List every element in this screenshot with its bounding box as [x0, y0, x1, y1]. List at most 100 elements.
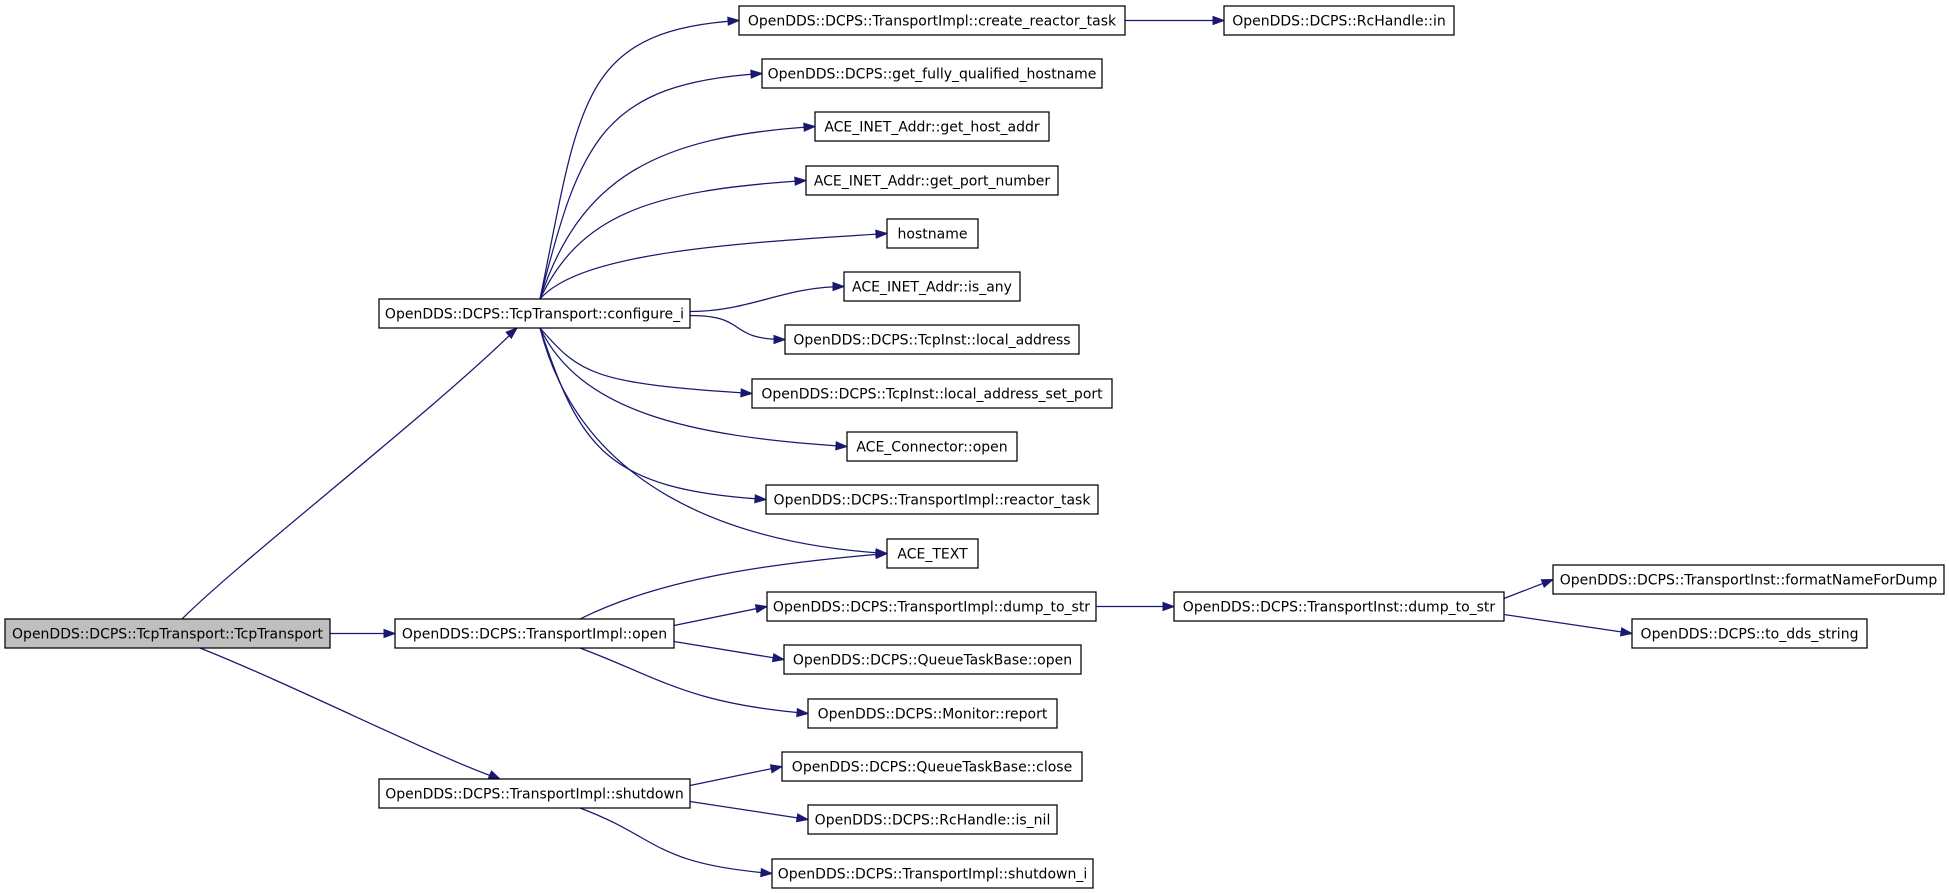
node-label: OpenDDS::DCPS::TcpTransport::TcpTranspor… — [12, 627, 323, 643]
edge-impl-open-to-qtb-open — [673, 640, 785, 661]
node-get-port-number[interactable]: ACE_INET_Addr::get_port_number — [805, 165, 1059, 196]
node-label: ACE_INET_Addr::is_any — [852, 280, 1012, 296]
node-label: OpenDDS::DCPS::QueueTaskBase::close — [792, 760, 1072, 776]
node-reactor-task[interactable]: OpenDDS::DCPS::TransportImpl::reactor_ta… — [765, 484, 1099, 515]
edge-configure-i-to-create-reactor-task — [539, 19, 740, 300]
arrowhead — [383, 628, 397, 639]
node-qtb-open[interactable]: OpenDDS::DCPS::QueueTaskBase::open — [783, 644, 1082, 675]
node-box[interactable] — [807, 804, 1058, 835]
edge-impl-shutdown-to-rchandle-is-nil — [689, 800, 809, 821]
node-rchandle-in[interactable]: OpenDDS::DCPS::RcHandle::in — [1223, 5, 1455, 36]
arrowhead — [727, 16, 741, 26]
edge-configure-i-to-connector-open — [539, 327, 848, 448]
node-is-any[interactable]: ACE_INET_Addr::is_any — [843, 271, 1021, 302]
node-label: OpenDDS::DCPS::QueueTaskBase::open — [793, 653, 1072, 669]
node-box[interactable] — [378, 298, 691, 329]
node-box[interactable] — [394, 618, 675, 649]
node-box[interactable] — [1631, 618, 1868, 649]
edge-tcptransport-ctor-to-configure-i — [181, 327, 518, 620]
node-label: OpenDDS::DCPS::TransportImpl::shutdown_i — [778, 867, 1087, 883]
node-label: OpenDDS::DCPS::RcHandle::in — [1232, 14, 1446, 30]
node-create-reactor-task[interactable]: OpenDDS::DCPS::TransportImpl::create_rea… — [738, 5, 1126, 36]
node-box[interactable] — [378, 778, 691, 809]
node-to-dds-string[interactable]: OpenDDS::DCPS::to_dds_string — [1631, 618, 1868, 649]
edge-configure-i-to-hostname — [539, 232, 888, 300]
node-box[interactable] — [1173, 591, 1505, 622]
node-ace-text[interactable]: ACE_TEXT — [886, 538, 979, 569]
node-tcptransport-ctor[interactable]: OpenDDS::DCPS::TcpTransport::TcpTranspor… — [4, 618, 331, 649]
node-box[interactable] — [784, 324, 1080, 355]
arrowhead — [875, 549, 889, 560]
node-box[interactable] — [766, 591, 1097, 622]
node-box[interactable] — [805, 165, 1059, 196]
edge-tcptransport-ctor-to-impl-shutdown — [199, 647, 501, 780]
arrowhead — [771, 652, 786, 663]
edge-configure-i-to-reactor-task — [539, 327, 767, 501]
arrowhead — [760, 867, 774, 878]
nodes-layer: OpenDDS::DCPS::TcpTransport::TcpTranspor… — [4, 5, 1945, 889]
node-get-fqhn[interactable]: OpenDDS::DCPS::get_fully_qualified_hostn… — [761, 58, 1103, 89]
arrowhead — [487, 770, 502, 780]
node-impl-shutdown[interactable]: OpenDDS::DCPS::TransportImpl::shutdown — [378, 778, 691, 809]
node-local-address[interactable]: OpenDDS::DCPS::TcpInst::local_address — [784, 324, 1080, 355]
edge-configure-i-to-get-fqhn — [539, 72, 763, 300]
node-label: OpenDDS::DCPS::TransportInst::dump_to_st… — [1183, 600, 1496, 616]
arrowhead — [794, 176, 808, 186]
node-box[interactable] — [738, 5, 1126, 36]
node-box[interactable] — [781, 751, 1083, 782]
node-label: hostname — [898, 227, 968, 243]
edge-impl-open-to-impl-dump-to-str — [673, 605, 768, 627]
node-box[interactable] — [846, 431, 1018, 462]
edge-configure-i-to-local-address-set-port — [539, 327, 753, 395]
node-box[interactable] — [783, 644, 1082, 675]
node-box[interactable] — [771, 858, 1094, 889]
node-box[interactable] — [814, 111, 1050, 142]
node-impl-open[interactable]: OpenDDS::DCPS::TransportImpl::open — [394, 618, 675, 649]
node-box[interactable] — [765, 484, 1099, 515]
node-hostname[interactable]: hostname — [886, 218, 979, 249]
node-box[interactable] — [761, 58, 1103, 89]
node-box[interactable] — [886, 218, 979, 249]
edge-impl-open-to-monitor-report — [579, 647, 809, 715]
edge-configure-i-to-get-host-addr — [539, 125, 816, 300]
node-shutdown-i[interactable]: OpenDDS::DCPS::TransportImpl::shutdown_i — [771, 858, 1094, 889]
edges-layer — [181, 15, 1634, 878]
node-label: OpenDDS::DCPS::TransportImpl::shutdown — [385, 787, 684, 803]
node-connector-open[interactable]: ACE_Connector::open — [846, 431, 1018, 462]
arrowhead — [1619, 627, 1634, 637]
node-impl-dump-to-str[interactable]: OpenDDS::DCPS::TransportImpl::dump_to_st… — [766, 591, 1097, 622]
arrowhead — [803, 122, 817, 132]
node-label: OpenDDS::DCPS::get_fully_qualified_hostn… — [768, 67, 1097, 83]
node-qtb-close[interactable]: OpenDDS::DCPS::QueueTaskBase::close — [781, 751, 1083, 782]
node-box[interactable] — [751, 378, 1113, 409]
arrowhead — [832, 281, 846, 292]
arrowhead — [773, 334, 787, 345]
node-inst-dump-to-str[interactable]: OpenDDS::DCPS::TransportInst::dump_to_st… — [1173, 591, 1505, 622]
edge-inst-dump-to-str-to-to-dds-string — [1503, 613, 1633, 635]
node-box[interactable] — [807, 698, 1058, 729]
node-box[interactable] — [886, 538, 979, 569]
node-format-name[interactable]: OpenDDS::DCPS::TransportInst::formatName… — [1552, 564, 1945, 595]
node-label: OpenDDS::DCPS::TransportImpl::create_rea… — [748, 14, 1117, 30]
node-get-host-addr[interactable]: ACE_INET_Addr::get_host_addr — [814, 111, 1050, 142]
node-monitor-report[interactable]: OpenDDS::DCPS::Monitor::report — [807, 698, 1058, 729]
node-label: ACE_INET_Addr::get_port_number — [814, 174, 1051, 190]
node-box[interactable] — [1223, 5, 1455, 36]
node-box[interactable] — [843, 271, 1021, 302]
node-local-address-set-port[interactable]: OpenDDS::DCPS::TcpInst::local_address_se… — [751, 378, 1113, 409]
arrowhead — [796, 707, 810, 718]
node-label: OpenDDS::DCPS::RcHandle::is_nil — [815, 813, 1051, 829]
node-label: OpenDDS::DCPS::to_dds_string — [1641, 627, 1859, 643]
node-box[interactable] — [1552, 564, 1945, 595]
edge-configure-i-to-is-any — [689, 285, 845, 313]
edge-configure-i-to-get-port-number — [539, 179, 807, 300]
node-rchandle-is-nil[interactable]: OpenDDS::DCPS::RcHandle::is_nil — [807, 804, 1058, 835]
edge-impl-shutdown-to-qtb-close — [689, 765, 783, 787]
arrowhead — [1162, 601, 1176, 612]
node-label: OpenDDS::DCPS::TransportImpl::dump_to_st… — [773, 600, 1090, 616]
arrowhead — [1212, 15, 1226, 26]
node-box[interactable] — [4, 618, 331, 649]
edge-impl-shutdown-to-shutdown-i — [579, 807, 773, 875]
node-configure-i[interactable]: OpenDDS::DCPS::TcpTransport::configure_i — [378, 298, 691, 329]
